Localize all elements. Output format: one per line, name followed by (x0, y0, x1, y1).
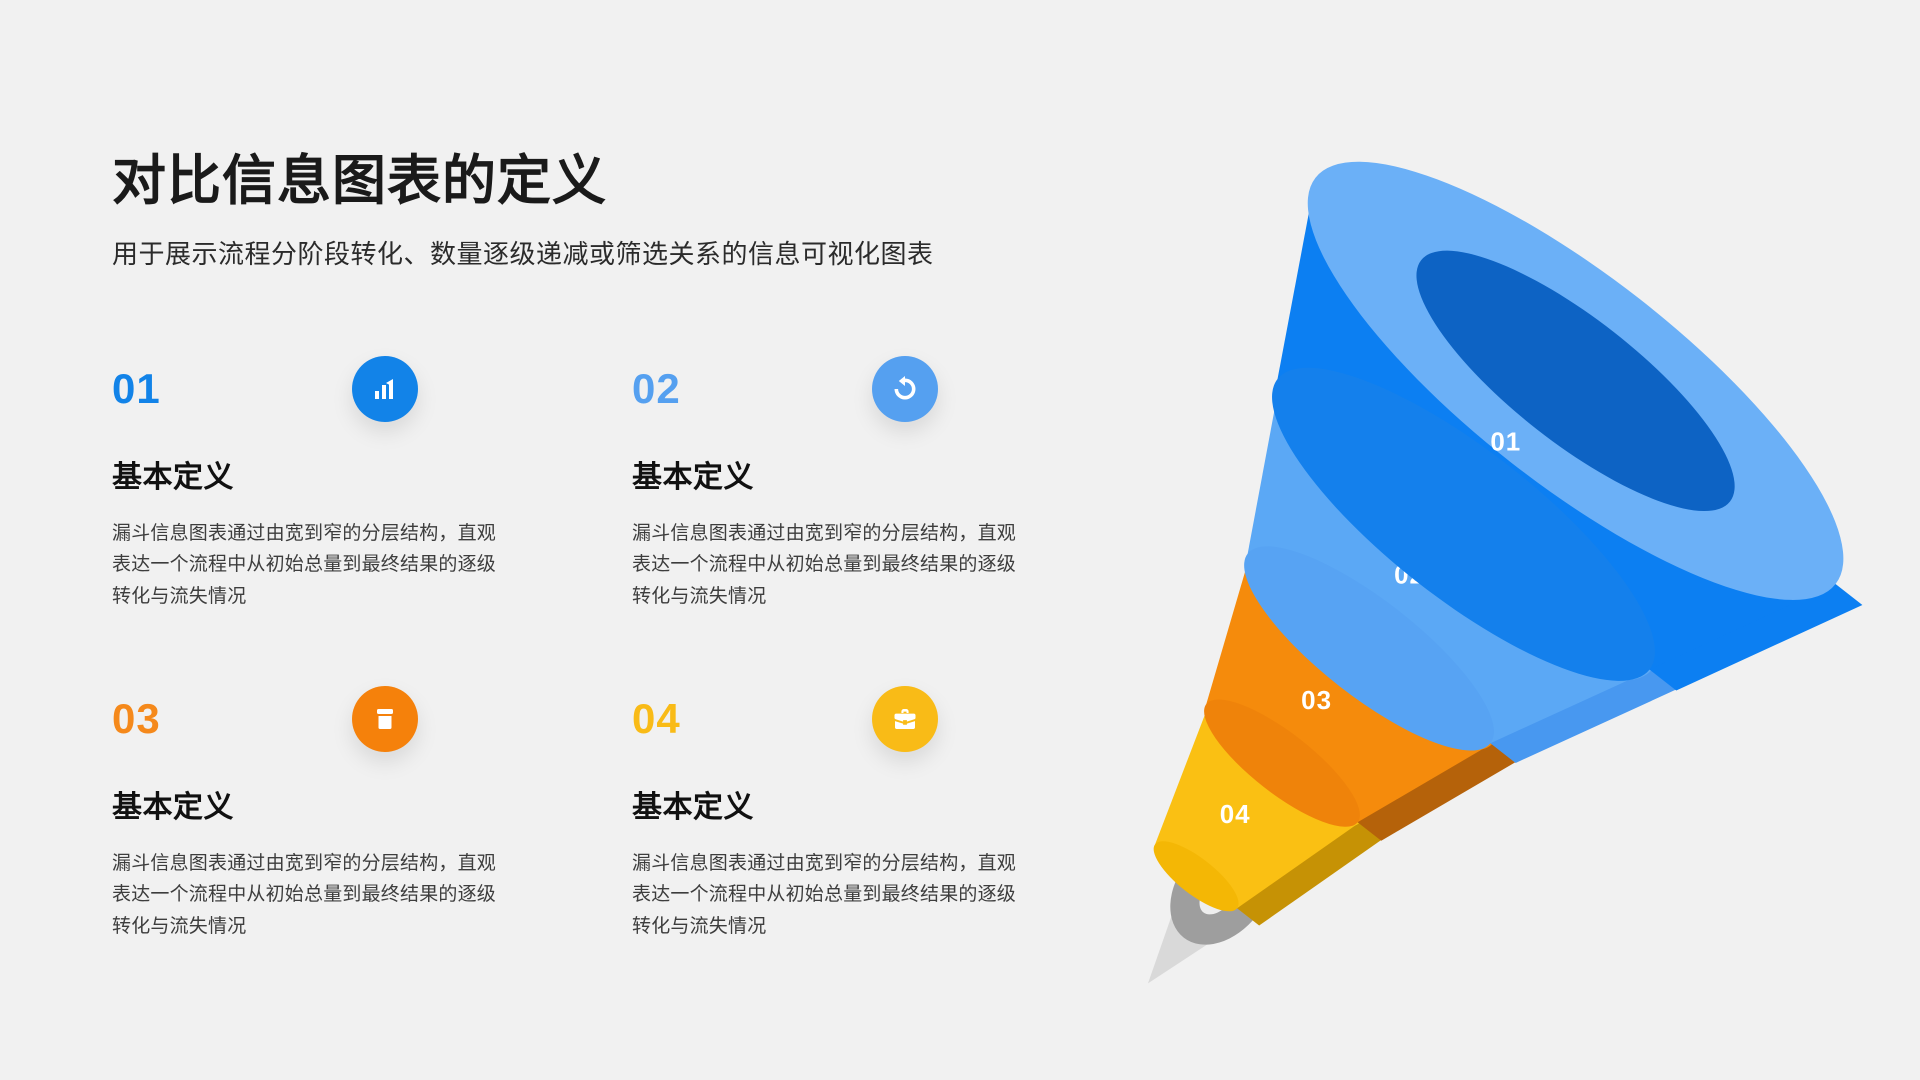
feature-item-03-description: 漏斗信息图表通过由宽到窄的分层结构，直观表达一个流程中从初始总量到最终结果的逐级… (112, 853, 497, 937)
briefcase-icon[interactable] (872, 686, 938, 752)
funnel-stage-04-label: 04 (1220, 799, 1251, 829)
feature-item-01-description: 漏斗信息图表通过由宽到窄的分层结构，直观表达一个流程中从初始总量到最终结果的逐级… (112, 523, 497, 607)
feature-item-03-number: 03 (112, 695, 161, 742)
feature-item-04[interactable]: 04 基本定义 漏斗信息图表通过由宽到窄的分层结构，直观表达一个流程中从初始总量… (632, 686, 1052, 1028)
feature-item-01-header: 01 (112, 356, 532, 460)
refresh-circular-arrow-icon[interactable] (872, 356, 938, 422)
feature-items-grid: 01 基本定义 漏斗信息图表通过由宽到窄的分层结构，直观表达一个流程中从初始总量… (112, 356, 1072, 1028)
funnel-stage-03-label: 03 (1301, 685, 1332, 715)
feature-item-02[interactable]: 02 基本定义 漏斗信息图表通过由宽到窄的分层结构，直观表达一个流程中从初始总量… (632, 356, 1052, 698)
feature-item-01-title: 基本定义 (112, 461, 234, 494)
archive-box-icon[interactable] (352, 686, 418, 752)
feature-item-03[interactable]: 03 基本定义 漏斗信息图表通过由宽到窄的分层结构，直观表达一个流程中从初始总量… (112, 686, 532, 1028)
feature-item-04-header: 04 (632, 686, 1052, 790)
feature-item-04-title: 基本定义 (632, 791, 754, 824)
header: 对比信息图表的定义 用于展示流程分阶段转化、数量逐级递减或筛选关系的信息可视化图… (112, 150, 1172, 272)
feature-item-02-number: 02 (632, 365, 681, 412)
funnel-chart-graphic: 04 03 02 (1080, 100, 1920, 1000)
feature-item-04-icon-wrap (872, 686, 938, 752)
feature-item-01-number: 01 (112, 365, 161, 412)
feature-item-01-icon-wrap (352, 356, 418, 422)
feature-item-04-number: 04 (632, 695, 681, 742)
feature-item-02-icon-wrap (872, 356, 938, 422)
feature-item-03-header: 03 (112, 686, 532, 790)
funnel-stage-01-label: 01 (1490, 427, 1521, 457)
page-title: 对比信息图表的定义 (112, 151, 607, 211)
feature-item-03-icon-wrap (352, 686, 418, 752)
funnel-stage-01: 01 (1272, 161, 1863, 691)
feature-item-02-header: 02 (632, 356, 1052, 460)
feature-item-02-title: 基本定义 (632, 461, 754, 494)
bar-chart-growth-icon[interactable] (352, 356, 418, 422)
feature-item-01[interactable]: 01 基本定义 漏斗信息图表通过由宽到窄的分层结构，直观表达一个流程中从初始总量… (112, 356, 532, 698)
page-subtitle: 用于展示流程分阶段转化、数量逐级递减或筛选关系的信息可视化图表 (112, 239, 934, 270)
feature-item-03-title: 基本定义 (112, 791, 234, 824)
feature-item-04-description: 漏斗信息图表通过由宽到窄的分层结构，直观表达一个流程中从初始总量到最终结果的逐级… (632, 853, 1017, 937)
feature-item-02-description: 漏斗信息图表通过由宽到窄的分层结构，直观表达一个流程中从初始总量到最终结果的逐级… (632, 523, 1017, 607)
